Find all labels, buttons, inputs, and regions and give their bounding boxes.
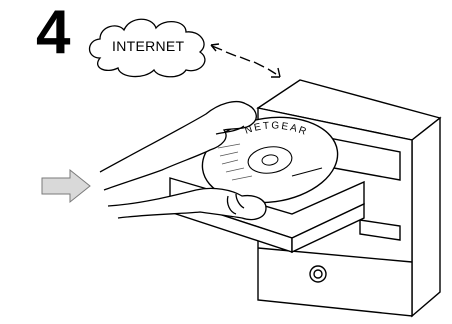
hand-icon (99, 100, 257, 191)
cloud-icon (88, 18, 206, 78)
cd-disc-icon (201, 116, 339, 204)
bidirectional-arrow-icon (210, 43, 281, 78)
hand-icon (107, 187, 267, 221)
right-arrow-icon (41, 168, 91, 204)
step-number: 4 (36, 0, 71, 67)
cloud-label: INTERNET (112, 38, 185, 54)
